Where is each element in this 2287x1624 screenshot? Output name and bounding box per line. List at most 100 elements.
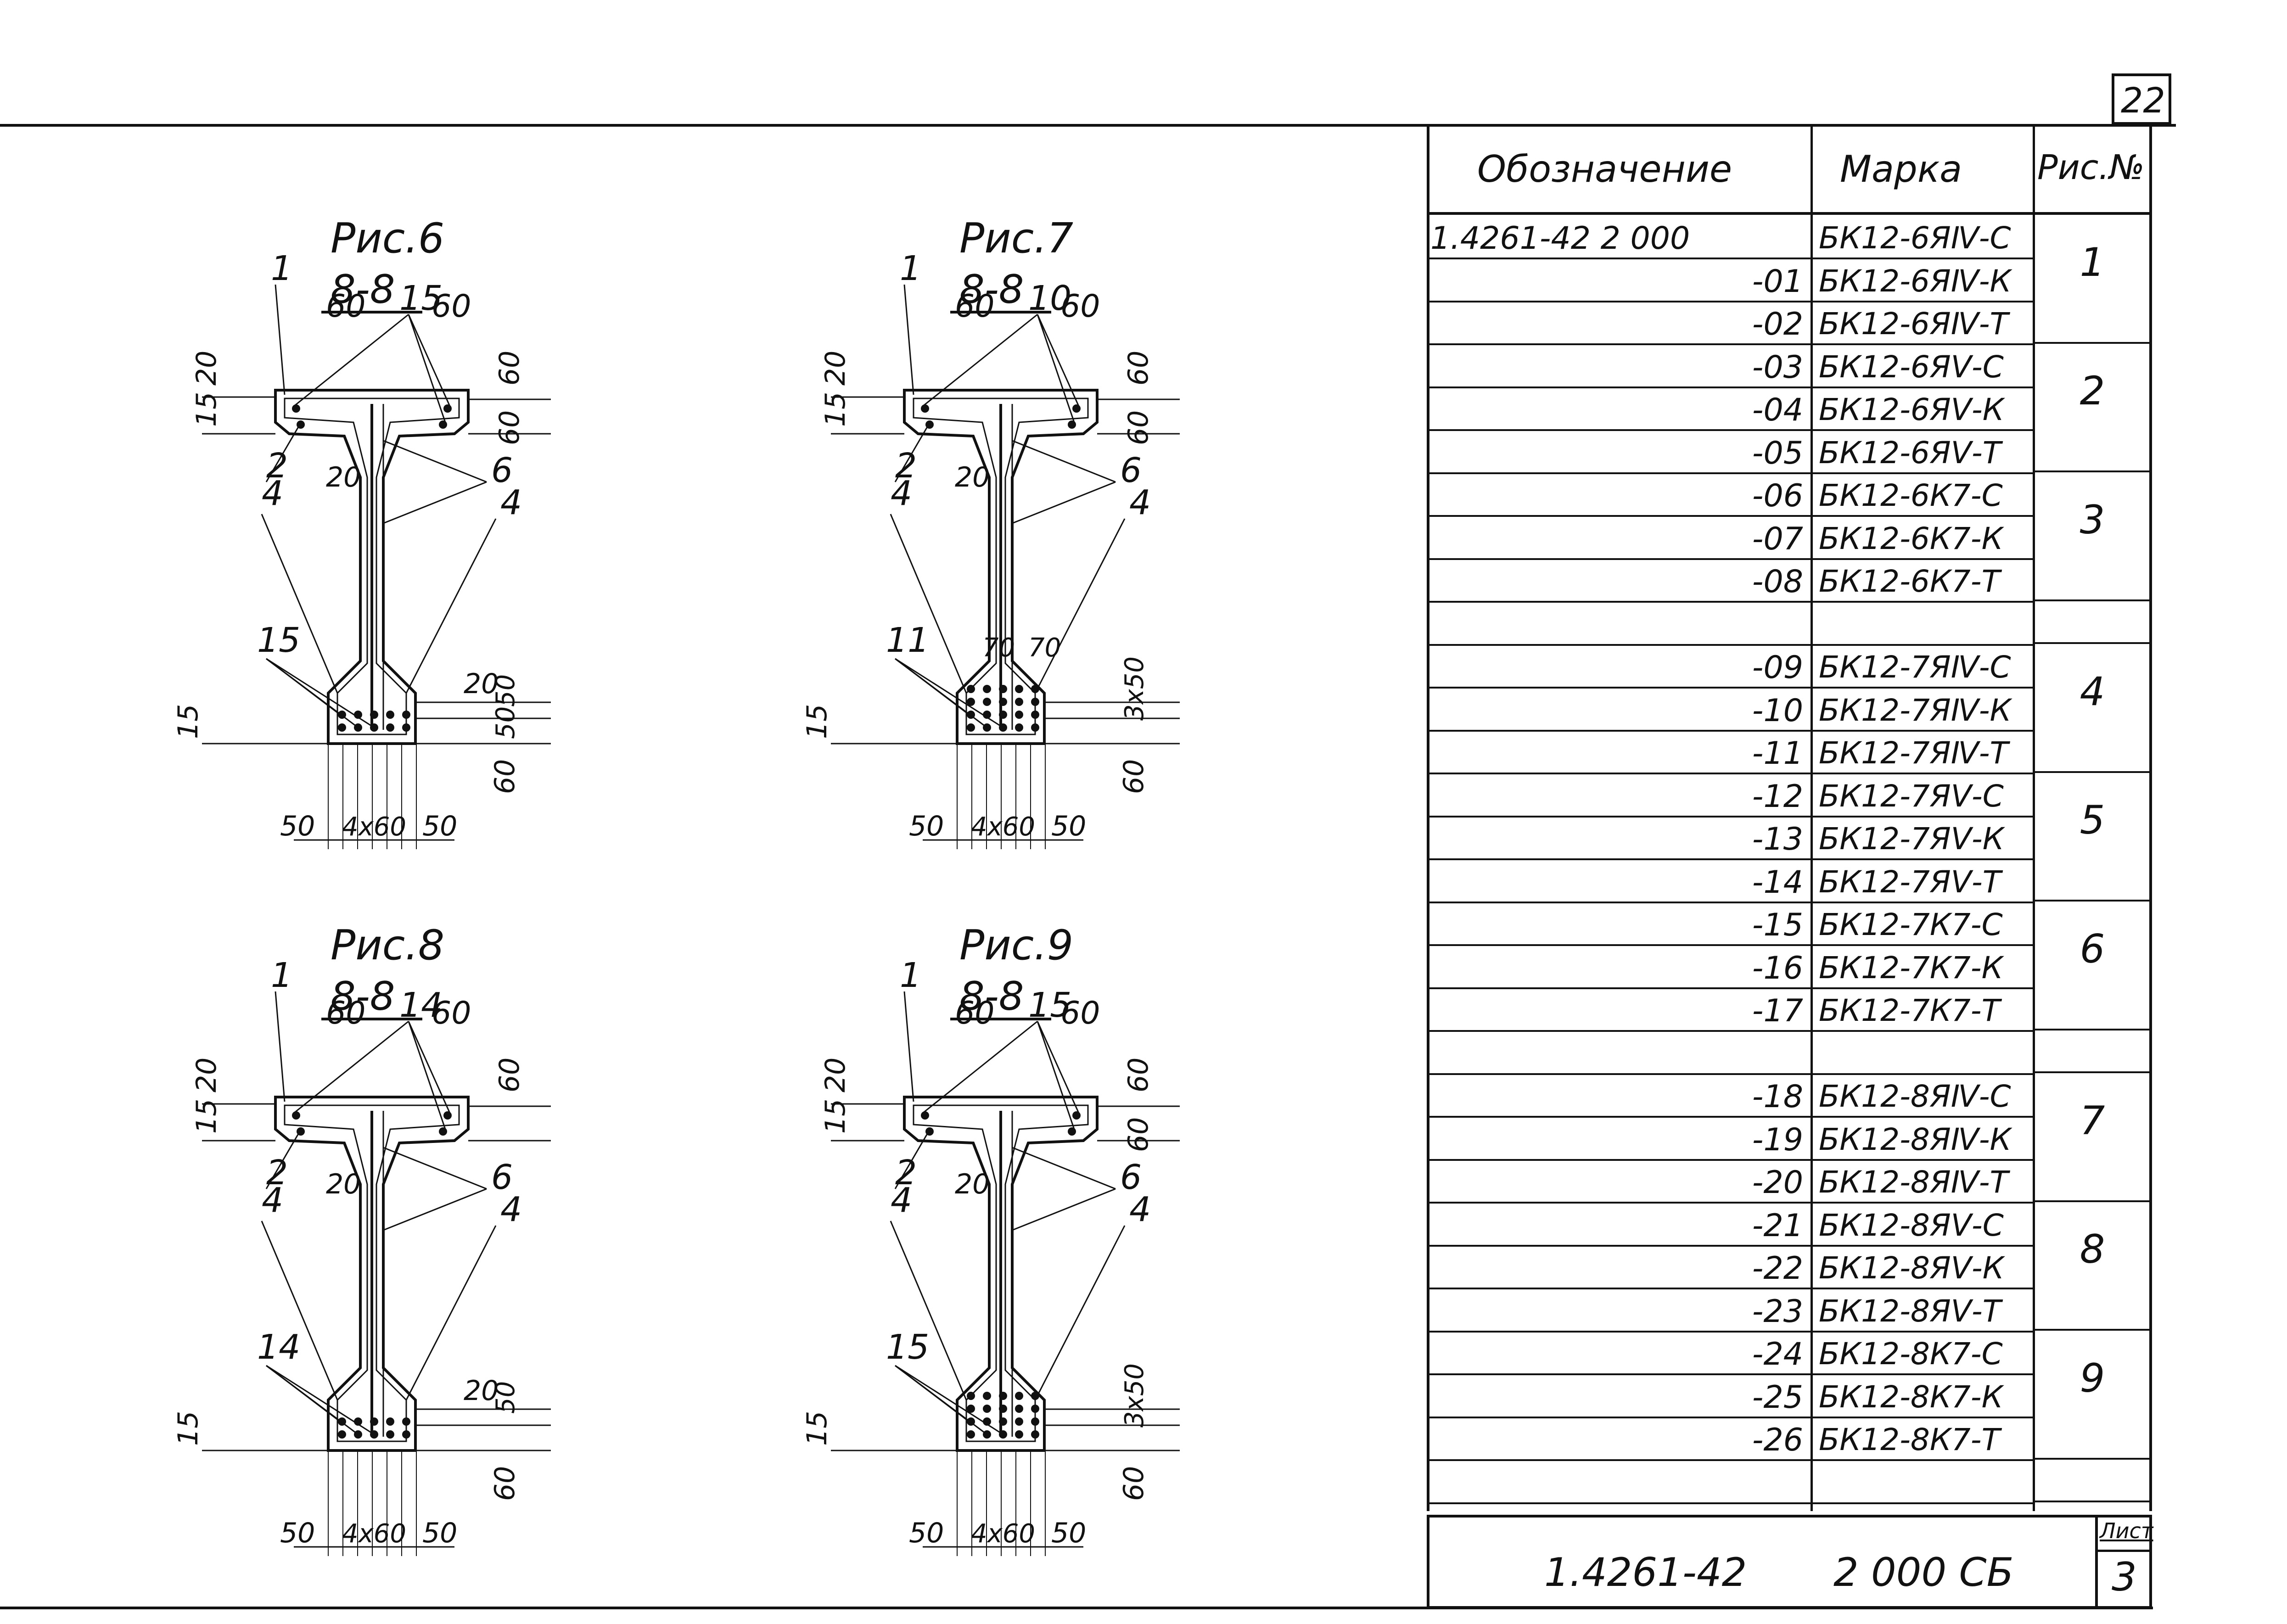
- mark-cell: БК12-7ЯⅣ-К: [1819, 692, 2012, 728]
- figure-number-cell: 8: [2080, 1226, 2105, 1272]
- dimension-label: 60: [493, 1058, 526, 1092]
- dimension-label: 50: [491, 1381, 521, 1414]
- figure-number-cell: 6: [2080, 926, 2105, 972]
- designation-cell: -20: [1752, 1165, 1803, 1201]
- mark-cell: БК12-7ЯⅣ-С: [1819, 650, 2011, 685]
- leader-line: [890, 1221, 967, 1400]
- figure-title: Рис.9: [959, 921, 1073, 969]
- mark-cell: БК12-6К7-Т: [1819, 564, 2000, 599]
- position-label: 15: [886, 1327, 929, 1367]
- rebar-dot: [402, 723, 410, 732]
- dimension-label: 4x60: [971, 812, 1035, 842]
- leader-line: [895, 1365, 1003, 1435]
- dimension-label: 50: [422, 810, 457, 842]
- figure-title: Рис.6: [331, 214, 444, 263]
- leader-line: [383, 1147, 487, 1190]
- rebar-dot: [297, 1127, 305, 1136]
- dimension-label: 60: [1122, 1058, 1155, 1092]
- position-label: 4: [500, 483, 522, 522]
- sheet-number-top: 22: [2121, 80, 2165, 121]
- designation-cell: -14: [1752, 864, 1803, 901]
- dimension-label: 15: [172, 1411, 204, 1446]
- position-label: 1: [900, 956, 921, 995]
- position-label: 4: [262, 474, 283, 513]
- rebar-dot: [338, 723, 346, 732]
- leader-line: [1037, 1021, 1075, 1130]
- rebar-dot: [1031, 723, 1039, 732]
- designation-cell: -23: [1752, 1293, 1803, 1330]
- rebar-dot: [1068, 1127, 1076, 1136]
- mark-cell: БК12-6ЯⅣ-К: [1819, 263, 2012, 299]
- stirrup-outline: [913, 1104, 1089, 1442]
- designation-cell: -16: [1752, 950, 1803, 986]
- figure-group-divider: [2033, 1200, 2152, 1202]
- rebar-dot: [338, 1430, 346, 1439]
- leader-line: [890, 514, 967, 694]
- section-label: 8-8: [959, 267, 1024, 313]
- col-divider-1: [1811, 125, 1813, 1511]
- rebar-dot: [967, 698, 975, 706]
- rebar-dot: [999, 1405, 1007, 1413]
- rebar-dot: [967, 1392, 975, 1400]
- designation-cell: -21: [1752, 1207, 1803, 1244]
- dimension-label: 60: [1122, 410, 1155, 445]
- leader-line: [261, 514, 338, 694]
- header-designation: Обозначение: [1477, 148, 1732, 190]
- designation-cell: -01: [1752, 263, 1803, 300]
- leader-line: [1037, 1021, 1080, 1114]
- dimension-label: 60: [1122, 1117, 1155, 1152]
- mark-cell: БК12-8ЯⅤ-Т: [1819, 1293, 2001, 1329]
- designation-cell: -02: [1752, 306, 1803, 342]
- mark-cell: БК12-8ЯⅣ-Т: [1819, 1165, 2008, 1200]
- dimension-label: 70: [1028, 633, 1061, 663]
- mark-cell: БК12-8К7-С: [1819, 1336, 2003, 1372]
- bottom-border-line: [0, 1607, 2153, 1609]
- mark-cell: БК12-8К7-К: [1819, 1379, 2003, 1415]
- rebar-dot: [1031, 711, 1039, 719]
- position-label: 6: [491, 1158, 513, 1197]
- table-row: [1427, 601, 2033, 646]
- dimension-label: 20: [191, 1058, 223, 1092]
- leader-line: [1012, 1188, 1116, 1231]
- leader-line: [408, 314, 446, 423]
- leader-line: [266, 658, 375, 728]
- designation-cell: -05: [1752, 435, 1803, 471]
- dimension-label: 20: [464, 668, 499, 700]
- table-row: [1427, 1460, 2033, 1504]
- leader-line: [903, 284, 914, 395]
- dimension-label: 50: [1051, 1517, 1086, 1549]
- dimension-label: 50: [280, 810, 315, 842]
- rebar-dot: [297, 420, 305, 429]
- rebar-dot: [983, 1392, 991, 1400]
- rebar-dot: [402, 1430, 410, 1439]
- dimension-label: 4x60: [971, 1519, 1035, 1549]
- rebar-dot: [439, 1127, 447, 1136]
- dimension-label: 60: [493, 351, 526, 386]
- dimension-label: 20: [326, 461, 361, 493]
- dimension-label: 60: [326, 995, 366, 1031]
- rebar-dot: [370, 711, 378, 719]
- rebar-dot: [1031, 1392, 1039, 1400]
- rebar-dot: [1072, 1111, 1081, 1120]
- dimension-label: 50: [909, 1517, 944, 1549]
- position-label: 1: [900, 249, 921, 288]
- position-label: 4: [891, 474, 912, 513]
- dimension-label: 50: [491, 674, 521, 707]
- designation-cell: -07: [1752, 521, 1803, 557]
- mark-cell: [1811, 607, 2041, 650]
- leader-line: [895, 1365, 987, 1435]
- designation-cell: [1427, 1465, 1803, 1508]
- mark-cell: БК12-8ЯⅣ-К: [1819, 1121, 2012, 1157]
- designation-cell: -12: [1752, 778, 1803, 815]
- stirrup-outline: [284, 1104, 460, 1442]
- rebar-dot: [925, 1127, 934, 1136]
- leader-line: [408, 1021, 446, 1130]
- designation-cell: -11: [1752, 735, 1803, 772]
- designation-cell: -06: [1752, 478, 1803, 514]
- dimension-label: 15: [801, 1411, 833, 1446]
